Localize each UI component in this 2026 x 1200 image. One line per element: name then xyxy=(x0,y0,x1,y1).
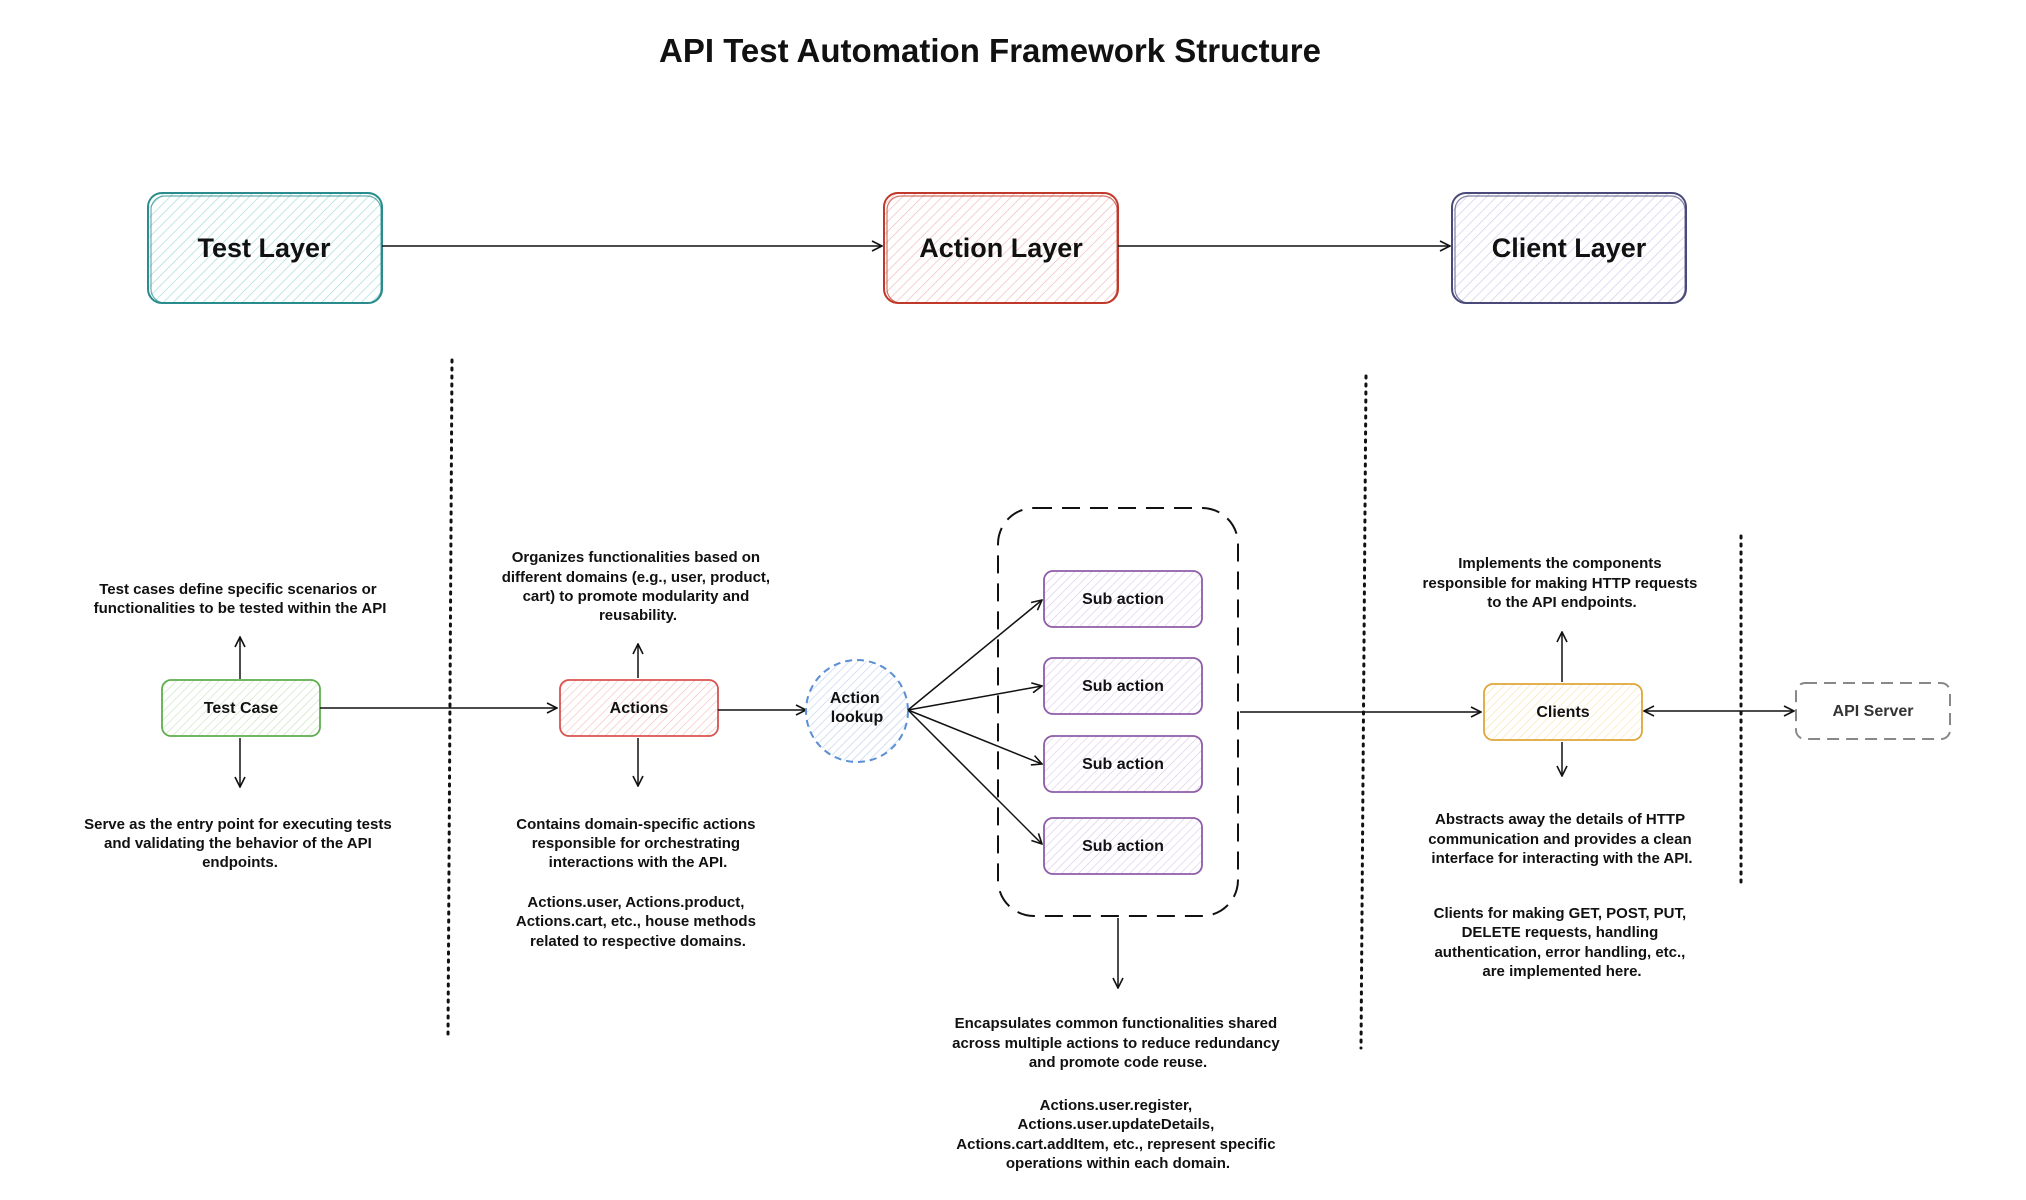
clients-node: Clients xyxy=(1483,683,1643,741)
actions-node: Actions xyxy=(559,679,719,737)
clients-top-note: Implements the components responsible fo… xyxy=(1423,555,1702,611)
action-layer-label: Action Layer xyxy=(919,233,1083,263)
clients-bottom-note-2: Clients for making GET, POST, PUT, DELET… xyxy=(1434,905,1691,980)
sub-action-node: Sub action xyxy=(1043,817,1203,875)
sub-actions-container xyxy=(997,507,1239,917)
test-layer-box: Test Layer xyxy=(147,192,383,304)
lookup-to-sub-action-arrow xyxy=(907,686,1042,711)
sub-action-node: Sub action xyxy=(1043,735,1203,793)
client-layer-box: Client Layer xyxy=(1451,192,1687,304)
client-layer-label: Client Layer xyxy=(1492,233,1647,263)
diagram-title: API Test Automation Framework Structure xyxy=(659,32,1321,69)
lookup-to-sub-action-arrow xyxy=(907,709,1042,844)
separator-1 xyxy=(446,358,454,1038)
test-case-top-note: Test cases define specific scenarios or … xyxy=(94,581,387,617)
sub-action-label: Sub action xyxy=(1082,756,1164,773)
actions-top-note: Organizes functionalities based on diffe… xyxy=(502,549,775,624)
sub-action-node: Sub action xyxy=(1043,657,1203,715)
action-lookup-node: Action lookup xyxy=(805,659,909,763)
action-lookup-label-line1: Action xyxy=(830,690,880,707)
clients-label: Clients xyxy=(1536,704,1589,721)
actions-label: Actions xyxy=(610,700,669,717)
action-layer-box: Action Layer xyxy=(883,192,1119,304)
sub-actions-bottom-note: Encapsulates common functionalities shar… xyxy=(952,1015,1284,1071)
api-server-label: API Server xyxy=(1833,703,1914,720)
test-case-label: Test Case xyxy=(204,700,279,717)
action-lookup-label-line2: lookup xyxy=(831,709,884,726)
sub-action-label: Sub action xyxy=(1082,678,1164,695)
sub-action-node: Sub action xyxy=(1043,570,1203,628)
sub-action-label: Sub action xyxy=(1082,591,1164,608)
sub-actions-bottom-note-2: Actions.user.register, Actions.user.upda… xyxy=(956,1097,1279,1172)
actions-bottom-note: Contains domain-specific actions respons… xyxy=(516,816,759,871)
lookup-to-sub-action-arrow xyxy=(907,709,1042,764)
sub-action-label: Sub action xyxy=(1082,838,1164,855)
api-server-node: API Server xyxy=(1795,682,1951,740)
svg-text:Action lookup: Action lookup xyxy=(830,690,884,726)
test-layer-label: Test Layer xyxy=(197,233,331,263)
test-case-node: Test Case xyxy=(161,679,321,737)
actions-bottom-note-2: Actions.user, Actions.product, Actions.c… xyxy=(516,894,760,950)
lookup-to-sub-action-arrow xyxy=(907,600,1042,711)
test-case-bottom-note: Serve as the entry point for executing t… xyxy=(84,816,396,871)
clients-bottom-note: Abstracts away the details of HTTP commu… xyxy=(1428,811,1696,867)
